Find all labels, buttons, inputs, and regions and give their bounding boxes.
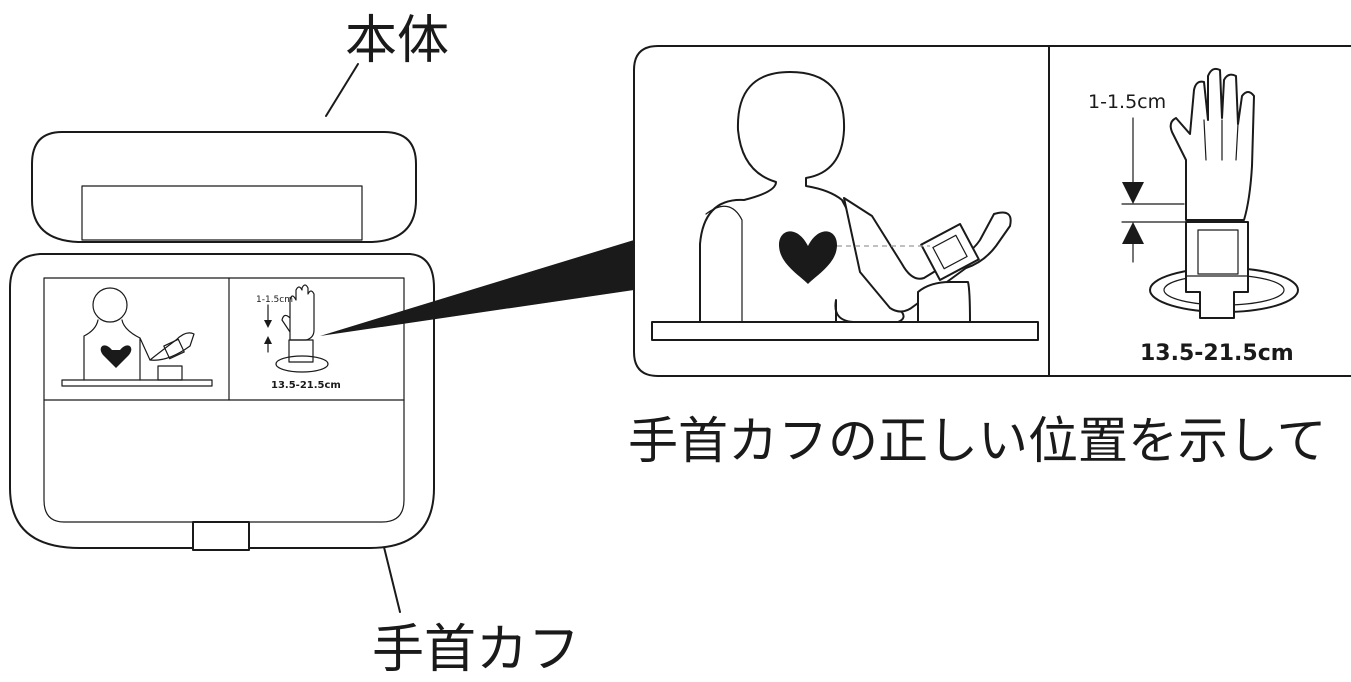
wrist-cuff-body <box>9 253 435 551</box>
small-circumference-label: 13.5-21.5cm <box>271 380 341 391</box>
posture-illustration <box>651 71 1039 341</box>
support-cushion <box>917 281 971 323</box>
enlarged-cuff-unit <box>1185 221 1249 319</box>
zoom-callout-wedge <box>320 240 634 336</box>
wrist-cuff-label: 手首カフ <box>372 620 580 680</box>
enlarged-wrist-cuff <box>920 223 980 281</box>
heart-icon <box>778 231 838 284</box>
distance-from-wrist-label: 1-1.5cm <box>1088 91 1166 113</box>
main-unit-leader-line <box>325 63 359 117</box>
small-hand-illustration: 1-1.5cm 13.5-21.5cm <box>256 284 341 391</box>
correct-position-caption: 手首カフの正しい位置を示して <box>628 412 1327 470</box>
small-distance-label: 1-1.5cm <box>256 295 293 305</box>
wrist-circumference-label: 13.5-21.5cm <box>1140 341 1294 366</box>
arrow-up-icon <box>1122 222 1144 244</box>
enlarged-hand <box>1169 67 1255 221</box>
small-heart-icon <box>100 345 132 368</box>
main-unit-label: 本体 <box>345 11 449 71</box>
cuff-clasp <box>192 521 250 551</box>
small-posture-illustration <box>61 287 213 387</box>
arrow-down-icon <box>1122 182 1144 204</box>
hand-illustration: 1-1.5cm 13.5-21.5cm <box>1088 67 1299 366</box>
table-surface <box>651 321 1039 341</box>
main-unit-lid <box>31 131 417 243</box>
